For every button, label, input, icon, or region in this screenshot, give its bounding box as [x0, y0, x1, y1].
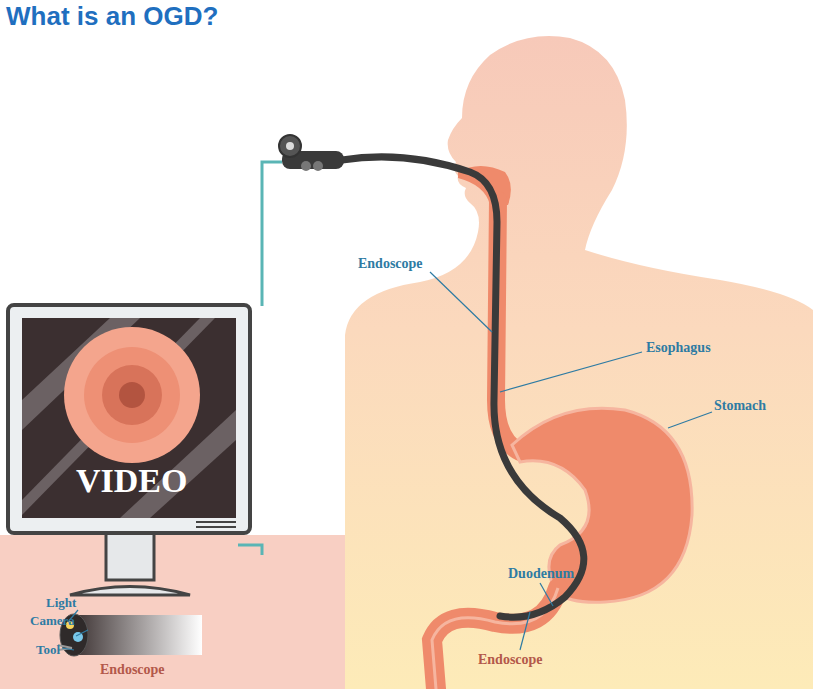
monitor	[8, 305, 250, 533]
endoscope-tube	[342, 157, 584, 617]
video-image	[64, 327, 200, 463]
control-wheel	[279, 135, 301, 157]
part-label: Duodenum	[508, 566, 574, 581]
duodenum-line	[432, 588, 558, 689]
monitor-stand	[106, 528, 154, 580]
part-label: Endoscope	[358, 256, 423, 271]
part-label: Endoscope	[100, 662, 165, 677]
screen-label: VIDEO	[76, 462, 187, 499]
part-label: Endoscope	[478, 652, 543, 667]
part-label: Tool	[36, 643, 60, 657]
part-label: Stomach	[714, 398, 766, 413]
leader-lines	[62, 272, 712, 650]
page-title: What is an OGD?	[6, 2, 218, 31]
part-label: Esophagus	[646, 340, 711, 355]
video-cable	[262, 162, 282, 306]
duodenum	[432, 588, 558, 689]
body-silhouette	[345, 36, 813, 689]
part-label: Camera	[30, 614, 75, 628]
endoscope-tip	[72, 615, 202, 655]
part-label: Light	[46, 596, 76, 610]
